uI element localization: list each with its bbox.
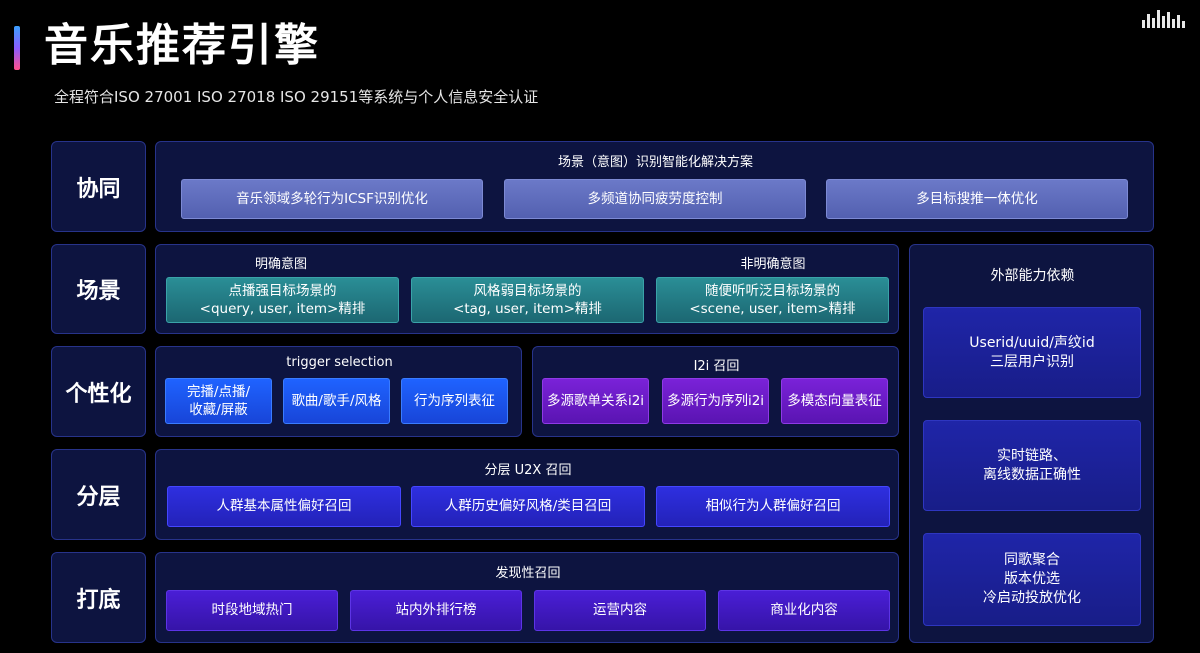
dadi-panel: 发现性召回 时段地域热门 站内外排行榜 运营内容 商业化内容: [155, 552, 899, 643]
row-label-text: 场景: [76, 279, 121, 304]
side-item-song-aggregation[interactable]: 同歌聚合 版本优选 冷启动投放优化: [923, 533, 1141, 626]
row-label-text: 分层: [76, 484, 121, 510]
dadi-item-1[interactable]: 时段地域热门: [166, 590, 338, 631]
xietong-item-2[interactable]: 多频道协同疲劳度控制: [504, 179, 806, 219]
item-line: <query, user, item>精排: [199, 301, 366, 317]
item-line: 随便听听泛目标场景的: [705, 282, 840, 299]
fenceng-item-2[interactable]: 人群历史偏好风格/类目召回: [411, 486, 645, 527]
item-line: 点播强目标场景的: [228, 282, 337, 299]
changjing-item-1[interactable]: 点播强目标场景的 <query, user, item>精排: [166, 277, 399, 323]
i2i-item-2[interactable]: 多源行为序列i2i: [662, 378, 769, 424]
item-line: 三层用户识别: [990, 353, 1074, 370]
dadi-panel-title: 发现性召回: [495, 566, 561, 581]
row-label-text: 个性化: [65, 381, 132, 407]
item-line: 收藏/屏蔽: [189, 402, 248, 418]
i2i-panel: I2i 召回 多源歌单关系i2i 多源行为序列i2i 多模态向量表征: [532, 346, 899, 437]
dadi-item-3[interactable]: 运营内容: [534, 590, 706, 631]
side-item-data-correctness[interactable]: 实时链路、 离线数据正确性: [923, 420, 1141, 511]
fenceng-item-1[interactable]: 人群基本属性偏好召回: [167, 486, 401, 527]
fenceng-panel: 分层 U2X 召回 人群基本属性偏好召回 人群历史偏好风格/类目召回 相似行为人…: [155, 449, 899, 540]
row-label-dadi: 打底: [51, 552, 146, 643]
item-line: 版本优选: [1004, 571, 1060, 588]
page-title: 音乐推荐引擎: [44, 20, 320, 71]
trigger-item-3[interactable]: 行为序列表征: [401, 378, 508, 424]
item-line: 同歌聚合: [1004, 552, 1060, 569]
item-line: 离线数据正确性: [983, 466, 1081, 483]
i2i-item-3[interactable]: 多模态向量表征: [781, 378, 888, 424]
i2i-item-1[interactable]: 多源歌单关系i2i: [542, 378, 649, 424]
page-subtitle: 全程符合ISO 27001 ISO 27018 ISO 29151等系统与个人信…: [54, 88, 539, 106]
external-dependency-title: 外部能力依赖: [990, 268, 1075, 284]
xietong-item-1[interactable]: 音乐领域多轮行为ICSF识别优化: [181, 179, 483, 219]
row-label-text: 协同: [76, 176, 121, 202]
trigger-panel: trigger selection 完播/点播/ 收藏/屏蔽 歌曲/歌手/风格 …: [155, 346, 522, 437]
trigger-item-2[interactable]: 歌曲/歌手/风格: [283, 378, 390, 424]
changjing-item-2[interactable]: 风格弱目标场景的 <tag, user, item>精排: [411, 277, 644, 323]
xietong-item-3[interactable]: 多目标搜推一体优化: [826, 179, 1128, 219]
item-line: 完播/点播/: [186, 383, 251, 400]
row-label-text: 打底: [76, 587, 121, 613]
item-line: 风格弱目标场景的: [473, 282, 582, 299]
changjing-item-3[interactable]: 随便听听泛目标场景的 <scene, user, item>精排: [656, 277, 889, 323]
side-item-user-identification[interactable]: Userid/uuid/声纹id 三层用户识别: [923, 307, 1141, 398]
item-line: Userid/uuid/声纹id: [969, 334, 1095, 351]
external-dependency-panel: 外部能力依赖 Userid/uuid/声纹id 三层用户识别 实时链路、 离线数…: [909, 244, 1154, 643]
row-label-gexinghua: 个性化: [51, 346, 146, 437]
fenceng-panel-title: 分层 U2X 召回: [484, 463, 572, 478]
trigger-panel-title: trigger selection: [286, 355, 393, 370]
i2i-panel-title: I2i 召回: [693, 359, 740, 374]
item-line: <tag, user, item>精排: [453, 301, 602, 317]
trigger-item-1[interactable]: 完播/点播/ 收藏/屏蔽: [165, 378, 272, 424]
changjing-panel: 明确意图 非明确意图 点播强目标场景的 <query, user, item>精…: [155, 244, 899, 334]
dadi-item-2[interactable]: 站内外排行榜: [350, 590, 522, 631]
item-line: <scene, user, item>精排: [689, 301, 856, 317]
row-label-fenceng: 分层: [51, 449, 146, 540]
item-line: 冷启动投放优化: [983, 589, 1081, 606]
row-label-xietong: 协同: [51, 141, 146, 232]
row-label-changjing: 场景: [51, 244, 146, 334]
xietong-panel: 场景（意图）识别智能化解决方案 音乐领域多轮行为ICSF识别优化 多频道协同疲劳…: [155, 141, 1154, 232]
logo-icon: [1142, 8, 1186, 28]
xietong-panel-title: 场景（意图）识别智能化解决方案: [557, 155, 753, 170]
fenceng-item-3[interactable]: 相似行为人群偏好召回: [656, 486, 890, 527]
dadi-item-4[interactable]: 商业化内容: [718, 590, 890, 631]
implicit-intent-title: 非明确意图: [740, 257, 806, 272]
item-line: 实时链路、: [997, 447, 1067, 464]
title-accent-bar: [14, 26, 20, 70]
explicit-intent-title: 明确意图: [254, 257, 307, 272]
